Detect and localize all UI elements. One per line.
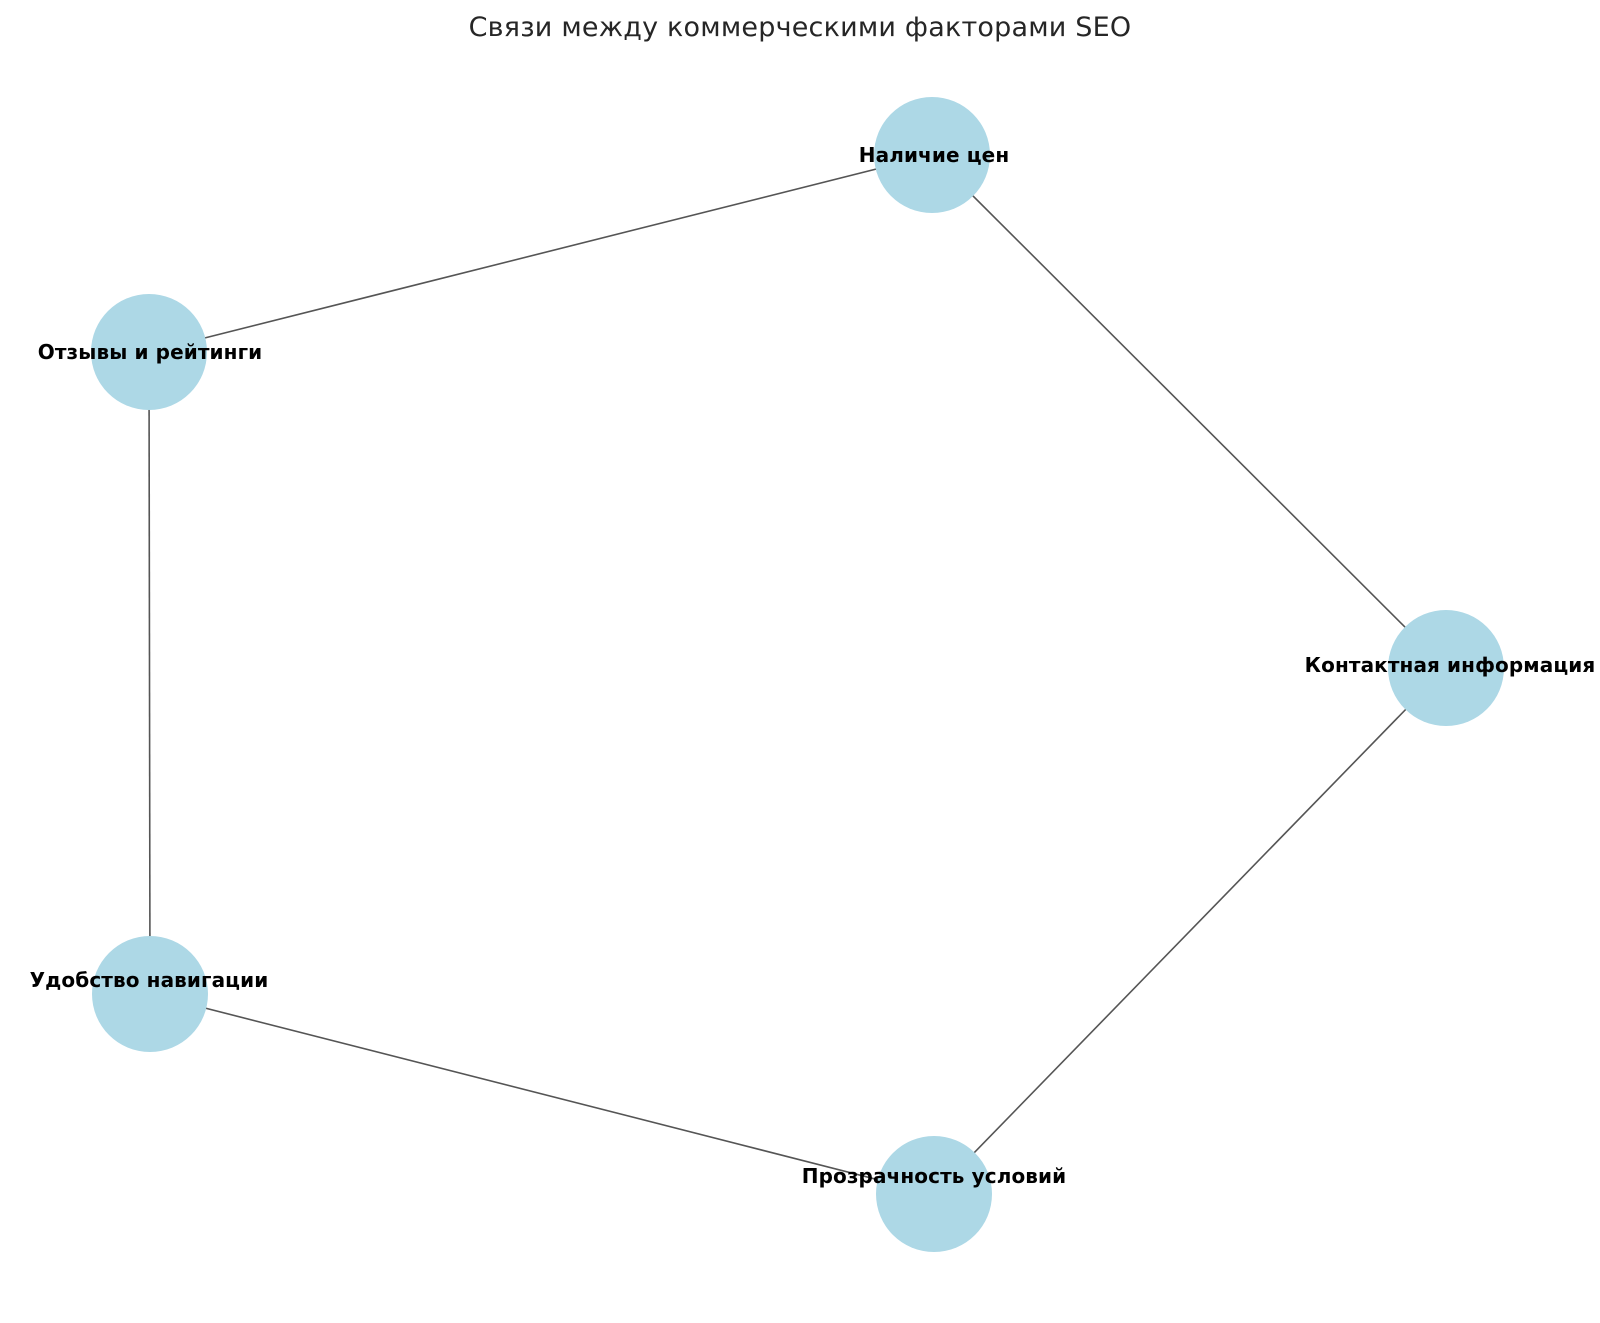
graph-edge (148, 154, 933, 353)
graph-node-terms[interactable] (876, 1136, 992, 1252)
graph-edge (149, 993, 935, 1195)
graph-node-label-contacts: Контактная информация (1304, 653, 1596, 677)
graph-node-label-navigation: Удобство навигации (29, 968, 269, 992)
graph-edge (933, 667, 1447, 1195)
graph-node-reviews[interactable] (91, 294, 207, 410)
graph-node-label-reviews: Отзывы и рейтинги (37, 340, 263, 364)
graph-edge (148, 351, 151, 995)
nodes-group (91, 97, 1504, 1252)
graph-node-navigation[interactable] (92, 936, 208, 1052)
graph-node-contacts[interactable] (1388, 610, 1504, 726)
graph-node-label-terms: Прозрачность условий (801, 1164, 1067, 1188)
page-title: Связи между коммерческими факторами SEO (468, 12, 1132, 43)
graph-edge (931, 154, 1447, 669)
edges-group (148, 154, 1447, 1195)
graph-node-label-prices: Наличие цен (858, 143, 1010, 167)
graph-node-prices[interactable] (874, 97, 990, 213)
